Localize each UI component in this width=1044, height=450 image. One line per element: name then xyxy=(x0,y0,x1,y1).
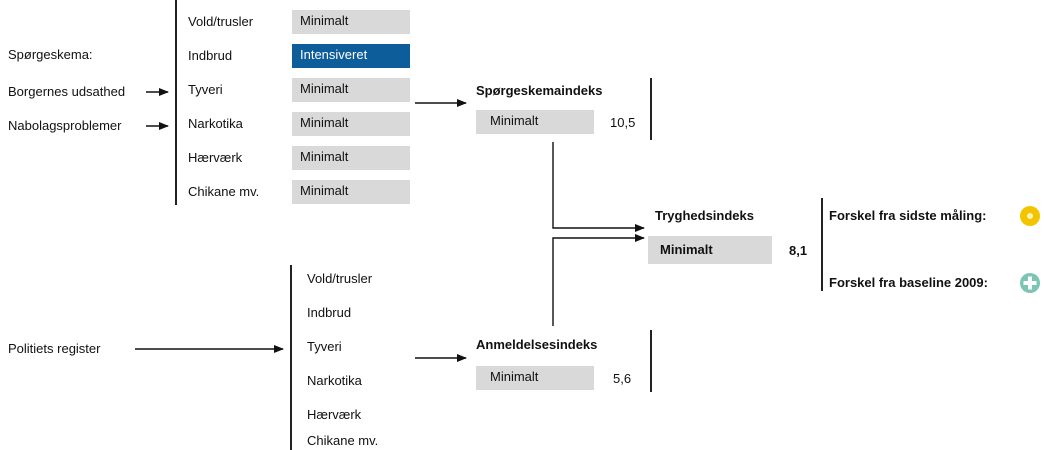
p-category-narkotika: Narkotika xyxy=(307,373,362,388)
survey-index-value: 10,5 xyxy=(610,115,636,130)
safety-index-bracket xyxy=(821,198,823,291)
survey-index-title: Spørgeskemaindeks xyxy=(476,83,603,98)
police-register-label: Politiets register xyxy=(8,341,101,356)
source-borgernes-udsathed: Borgernes udsathed xyxy=(8,84,126,99)
diff-last-label: Forskel fra sidste måling: xyxy=(829,208,987,223)
q-category-indbrud: Indbrud xyxy=(188,48,233,63)
safety-index-level: Minimalt xyxy=(648,236,772,264)
diff-baseline-label: Forskel fra baseline 2009: xyxy=(829,275,988,290)
q-level-haervaerk: Minimalt xyxy=(292,146,410,170)
q-category-vold: Vold/trusler xyxy=(188,14,254,29)
green-plus-icon xyxy=(1019,272,1041,294)
report-index-level: Minimalt xyxy=(476,366,594,390)
q-level-narkotika: Minimalt xyxy=(292,112,410,136)
q-category-haervaerk: Hærværk xyxy=(188,150,243,165)
questionnaire-heading: Spørgeskema: xyxy=(8,47,93,62)
p-category-vold: Vold/trusler xyxy=(307,271,373,286)
police-bracket xyxy=(290,265,292,450)
q-level-indbrud: Intensiveret xyxy=(292,44,410,68)
arrow-report-to-safety xyxy=(552,234,645,326)
report-index-value: 5,6 xyxy=(613,371,632,386)
report-index-bracket xyxy=(650,330,652,392)
q-category-narkotika: Narkotika xyxy=(188,116,243,131)
q-level-chikane: Minimalt xyxy=(292,180,410,204)
yellow-circle-icon xyxy=(1019,205,1041,227)
source-nabolagsproblemer: Nabolagsproblemer xyxy=(8,118,122,133)
p-category-tyveri: Tyveri xyxy=(307,339,342,354)
p-category-chikane: Chikane mv. xyxy=(307,433,379,448)
q-level-vold: Minimalt xyxy=(292,10,410,34)
report-index-title: Anmeldelsesindeks xyxy=(476,337,598,352)
p-category-indbrud: Indbrud xyxy=(307,305,352,320)
q-level-tyveri: Minimalt xyxy=(292,78,410,102)
p-category-haervaerk: Hærværk xyxy=(307,407,362,422)
survey-index-level: Minimalt xyxy=(476,110,594,134)
safety-index-title: Tryghedsindeks xyxy=(655,208,754,223)
arrow-survey-to-safety xyxy=(552,142,645,232)
q-category-tyveri: Tyveri xyxy=(188,82,223,97)
safety-index-value: 8,1 xyxy=(789,243,808,258)
q-category-chikane: Chikane mv. xyxy=(188,184,260,199)
survey-index-bracket xyxy=(650,78,652,140)
questionnaire-bracket xyxy=(175,0,177,205)
